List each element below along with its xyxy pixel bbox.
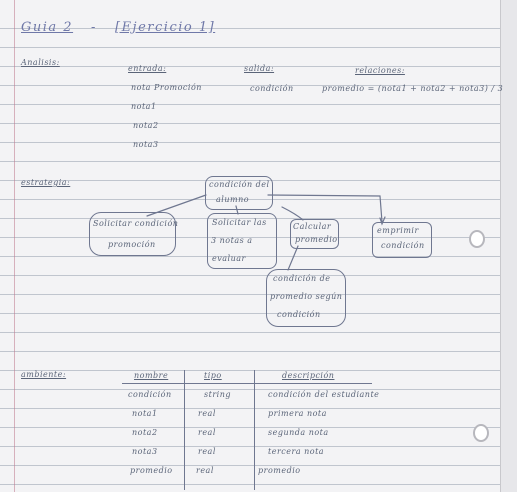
entrada-label: entrada: [128, 64, 167, 73]
node-solicitar-condicion: Solicitar condición promoción [89, 212, 179, 256]
entrada-item: nota1 [131, 102, 157, 111]
node-line: evaluar [212, 254, 246, 263]
cell-descripcion: tercera nota [268, 447, 325, 456]
edge-calcular-sub [287, 245, 299, 271]
estrategia-label: estrategia: [21, 178, 71, 187]
margin-line [14, 0, 15, 492]
node-line: promedio según [270, 292, 343, 301]
analisis-label: Analisis: [21, 58, 60, 67]
guia-title: Guia 2 [21, 20, 74, 35]
table-header-descripcion: descripción [282, 371, 335, 380]
node-line: Solicitar condición [93, 219, 179, 228]
cell-tipo: real [198, 428, 216, 437]
cell-nombre: nota1 [132, 409, 158, 418]
node-line: 3 notas a [211, 236, 253, 245]
node-solicitar-notas: Solicitar las 3 notas a evaluar [207, 213, 277, 269]
node-calcular-promedio: Calcular promedio [290, 219, 339, 249]
node-line: condición [381, 241, 425, 250]
entrada-item: nota Promoción [131, 83, 202, 92]
entrada-item: nota2 [133, 121, 159, 130]
table-column-divider [254, 370, 255, 490]
node-line: promoción [108, 240, 156, 249]
edge-root-imprimir [267, 194, 383, 223]
cell-tipo: real [198, 447, 216, 456]
edge-root-calcular [281, 206, 304, 221]
node-line: promedio [295, 235, 338, 244]
node-root-line: alumno [216, 195, 250, 204]
cell-descripcion: condición del estudiante [268, 390, 380, 399]
node-root-line: condición del [209, 180, 270, 189]
node-line: Solicitar las [212, 218, 267, 227]
node-line: condición de [273, 274, 331, 283]
cell-tipo: real [198, 409, 216, 418]
node-imprimir-condicion: emprimir condición [372, 222, 432, 258]
salida-label: salida: [244, 64, 275, 73]
table-header-tipo: tipo [204, 371, 222, 380]
node-condicion-promedio: condición de promedio según condición [266, 269, 346, 327]
cell-descripcion: segunda nota [268, 428, 329, 437]
title-dash: - [91, 20, 97, 35]
table-column-divider [184, 370, 185, 490]
binder-hole-bottom [473, 424, 489, 442]
relacion-formula: promedio = (nota1 + nota2 + nota3) / 3 [322, 84, 504, 93]
cell-tipo: string [204, 390, 231, 399]
ejercicio-title: [Ejercicio 1] [115, 20, 216, 35]
node-line: emprimir [377, 226, 419, 235]
cell-descripcion: promedio [258, 466, 301, 475]
cell-nombre: nota2 [132, 428, 158, 437]
arrow-head-imprimir [379, 216, 386, 226]
cell-nombre: condición [128, 390, 172, 399]
node-root: condición del alumno [205, 176, 273, 210]
binder-hole-top [469, 230, 485, 248]
table-header-underline [122, 383, 372, 384]
node-line: Calcular [293, 222, 332, 231]
edge-root-solicitar-notas [235, 205, 239, 215]
relaciones-label: relaciones: [355, 66, 405, 75]
cell-tipo: real [196, 466, 214, 475]
salida-value: condición [250, 84, 294, 93]
ambiente-table: nombre tipo descripción condición string… [120, 370, 410, 492]
node-line: condición [277, 310, 321, 319]
ambiente-label: ambiente: [21, 370, 67, 379]
cell-descripcion: primera nota [268, 409, 327, 418]
page-edge [500, 0, 517, 492]
entrada-item: nota3 [133, 140, 159, 149]
cell-nombre: nota3 [132, 447, 158, 456]
cell-nombre: promedio [130, 466, 173, 475]
table-header-nombre: nombre [134, 371, 169, 380]
